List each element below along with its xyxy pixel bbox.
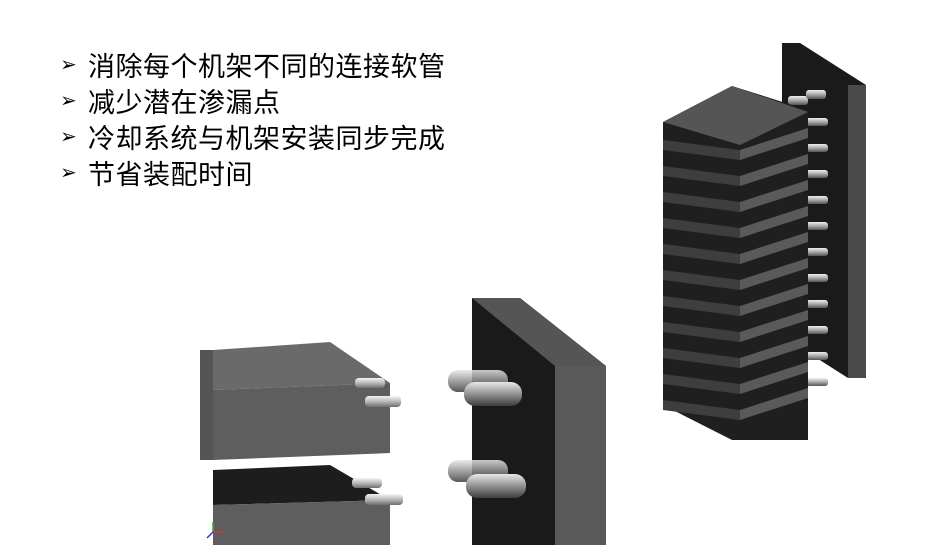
manifold-pin [806,222,828,230]
manifold-pin [806,274,828,282]
rack-fin [740,388,808,420]
manifold-pins [788,90,828,386]
axis-indicator-icon [206,522,223,539]
manifold-pin [806,300,828,308]
rack-fin [740,206,808,238]
rack-fins [663,128,808,420]
manifold-pin [806,144,828,152]
rack-fin [740,232,808,264]
manifold-pin [806,378,828,386]
rack-fin [740,180,808,212]
manifold-pin [806,326,828,334]
manifold-pin [806,196,828,204]
arrow-bullet-icon: ➢ [60,124,78,148]
rack-fin [740,258,808,290]
arrow-bullet-icon: ➢ [60,160,78,184]
manifold-pin [806,118,828,126]
bullet-item: ➢ 消除每个机架不同的连接软管 [60,46,446,83]
rack-fin-notch [663,140,740,160]
manifold-top-pin [806,90,826,99]
rack-fin-notch [663,192,740,212]
left-block-pins [352,378,403,505]
bullet-text: 消除每个机架不同的连接软管 [88,51,446,83]
rack-fin [740,310,808,342]
rack-fin [740,362,808,394]
rack-fin-notch [663,218,740,238]
manifold-pin [806,248,828,256]
bullet-list: ➢ 消除每个机架不同的连接软管 ➢ 减少潜在渗漏点 ➢ 冷却系统与机架安装同步完… [60,46,446,191]
rack-fin [740,154,808,186]
left-lower-block [213,465,390,545]
rack-fin [740,284,808,316]
rack-fin [740,128,808,160]
connector-large-pins [448,370,526,498]
rack-fin-notch [663,166,740,186]
manifold-top-pin [788,96,808,105]
rack-fin-notch [663,400,740,420]
bullet-text: 节省装配时间 [88,159,253,191]
bullet-item: ➢ 冷却系统与机架安装同步完成 [60,118,446,155]
rack-fin-notch [663,244,740,264]
arrow-bullet-icon: ➢ [60,88,78,112]
bullet-item: ➢ 节省装配时间 [60,154,446,191]
bullet-item: ➢ 减少潜在渗漏点 [60,82,446,119]
rack-fin-notch [663,322,740,342]
bullet-text: 冷却系统与机架安装同步完成 [88,123,446,155]
rack-fin-notch [663,270,740,290]
left-upper-block [200,342,390,460]
bullet-text: 减少潜在渗漏点 [88,87,281,119]
manifold-pin [806,352,828,360]
rack-fin-notch [663,348,740,368]
rack-fin-notch [663,374,740,394]
arrow-bullet-icon: ➢ [60,52,78,76]
rack-fin [740,336,808,368]
manifold-pin [806,170,828,178]
rack-fin-notch [663,296,740,316]
